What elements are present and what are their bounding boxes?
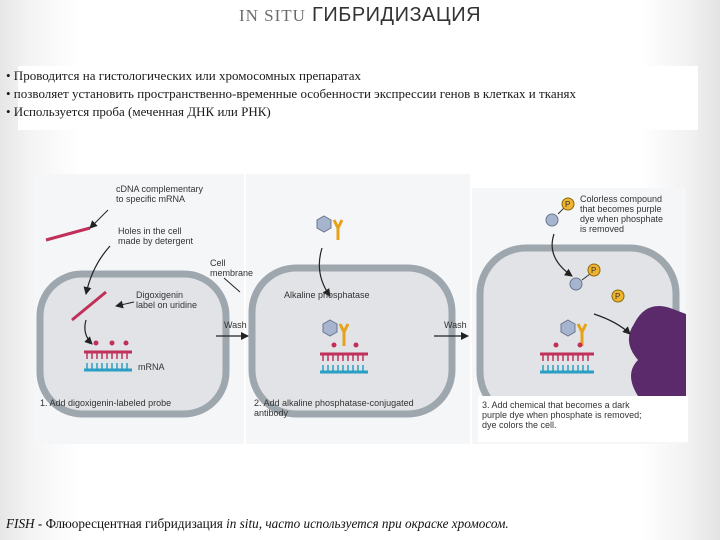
- bullet-list: • Проводится на гистологических или хром…: [6, 68, 696, 122]
- bullet-textbox: [18, 66, 698, 130]
- arrow-to-dye: [593, 313, 631, 335]
- digoxigenin-label: [553, 342, 559, 348]
- caption-tail: in situ, часто используется при окраске …: [226, 516, 509, 531]
- probe-in-solution: [45, 226, 91, 242]
- wash-arrow-1: Wash: [216, 320, 249, 340]
- digoxigenin-label: [331, 342, 337, 348]
- svg-text:Wash: Wash: [444, 320, 467, 330]
- step-1-text: 1. Add digoxigenin-labeled probe: [40, 398, 171, 408]
- panel-2-cell: [248, 264, 456, 418]
- colorless-compound-2: P: [569, 263, 601, 291]
- digoxigenin-label: [123, 340, 129, 346]
- label-phosphatase: Alkaline phosphatase: [284, 290, 370, 300]
- svg-text:Wash: Wash: [224, 320, 247, 330]
- bullet-2: • позволяет установить пространственно-в…: [6, 86, 577, 101]
- svg-text:P: P: [615, 292, 620, 301]
- step-3-box: [478, 396, 688, 442]
- free-enzyme-antibody: [316, 215, 344, 240]
- panel-1-cell: [36, 270, 230, 418]
- arrow-cdna: [89, 209, 109, 229]
- caption-middle: Флюоресцентная гибридизация: [45, 516, 227, 531]
- arrow-holes: [83, 245, 111, 295]
- digoxigenin-label: [353, 342, 359, 348]
- purple-dye-blob: [628, 306, 686, 405]
- colorless-compound-1: P: [545, 197, 575, 227]
- arrow-digoxigenin: [115, 300, 135, 309]
- svg-text:P: P: [565, 200, 570, 209]
- digoxigenin-label: [109, 340, 115, 346]
- arrow-down-3: [551, 233, 573, 277]
- bound-enzyme-antibody: [322, 319, 350, 346]
- arrow-down-1: [84, 319, 93, 345]
- bound-enzyme-antibody-3: [560, 319, 588, 346]
- arrow-down-2: [318, 247, 331, 297]
- figure-caption: FISH - Флюоресцентная гибридизация in si…: [6, 516, 716, 532]
- digoxigenin-label: [93, 340, 99, 346]
- probe-entering: [71, 290, 107, 322]
- bullet-1: • Проводится на гистологических или хром…: [6, 68, 361, 83]
- title-prefix: IN SITU: [238, 6, 306, 25]
- bullet-3: • Используется проба (меченная ДНК или Р…: [6, 104, 271, 119]
- released-phosphate: P: [611, 289, 625, 303]
- label-mrna: mRNA: [138, 362, 165, 372]
- svg-text:P: P: [591, 266, 596, 275]
- digoxigenin-label: [577, 342, 583, 348]
- slide-title: IN SITU ГИБРИДИЗАЦИЯ: [0, 4, 720, 27]
- wash-arrow-2: Wash: [434, 320, 469, 340]
- title-rest: ГИБРИДИЗАЦИЯ: [312, 4, 482, 26]
- caption-lead: FISH -: [6, 516, 46, 531]
- hybrid-panel-3: [540, 352, 594, 374]
